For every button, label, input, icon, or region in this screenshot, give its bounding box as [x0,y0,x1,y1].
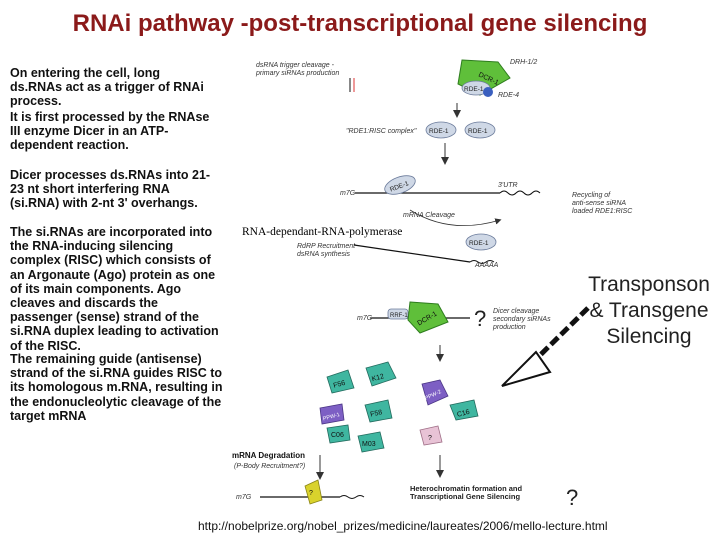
rrf1-protein [387,308,409,320]
m7g-label-bottom: m7G [236,494,252,501]
dcr1-protein-lower [407,301,449,334]
risc-rde1-label-b: RDE-1 [468,128,488,135]
c06-label: C06 [331,432,344,439]
step-cleavage-text: The remaining guide (antisense) strand o… [10,352,223,423]
rde1-on-mrna [384,175,416,195]
unknown-protein [419,425,443,446]
risc-rde1-a [425,121,457,139]
c16-protein [449,399,479,421]
rde1-label-top: RDE-1 [464,86,484,93]
diagram-area [246,54,626,216]
dicer-secondary-label: Dicer cleavage secondary siRNAs producti… [493,308,551,331]
utr-label: 3'UTR [498,182,518,189]
protein-cluster: K12 F56 PPW-2 F58 C16 PPW-1 C06 M03 ? [319,361,479,453]
rde4-label: RDE-4 [498,92,520,99]
rrf1-label: RRF-1 [390,313,408,319]
drh-label: DRH-1/2 [510,59,538,66]
step-risc-text: The si.RNAs are incorporated into the RN… [10,225,219,353]
mrna-degradation-label: mRNA Degradation [232,451,306,460]
risc-rde1-b [464,121,496,139]
step-sirna-text: Dicer processes ds.RNAs into 21-23 nt sh… [10,168,211,211]
page-title: RNAi pathway -post-transcriptional gene … [72,10,648,37]
rna-polymerase-label: RNA-dependant-RNA-polymerase [242,226,403,238]
trigger-cleavage-label: dsRNA trigger cleavage - primary siRNAs … [256,62,340,77]
risc-complex-label: "RDE1:RISC complex" [346,128,417,135]
m03-protein [357,431,385,453]
recycling-arrow [409,209,502,226]
transposon-silencing-label: Transponson & Transgene Silencing [588,273,710,348]
polya-tail [339,495,365,499]
step-dicer-text: It is first processed by the RNAse III e… [10,110,210,153]
pbody-label: (P-Body Recruitment?) [234,463,306,470]
ppw2-protein [421,379,449,406]
pbody-protein-label: ? [309,490,313,497]
f56-protein [326,369,355,394]
f56-label: F56 [333,380,347,390]
m03-label: M03 [362,441,376,448]
m7g-label-mid: m7G [357,315,373,322]
pbody-protein [304,479,323,505]
aaaaa-label: AAAAA [475,262,499,269]
rdrp-label: RdRP Recruitment dsRNA synthesis [297,243,356,258]
unknown-protein-label: ? [428,435,432,442]
polya-tail [469,260,495,264]
f58-protein [364,399,393,423]
f58-label: F58 [370,409,383,418]
question-mark-heterochromatin: ? [566,485,579,510]
ppw1-label: PPW-1 [322,412,340,422]
mrna-cleavage-label: mRNA Cleavage [403,212,455,219]
source-url: http://nobelprize.org/nobel_prizes/medic… [198,519,608,533]
k12-protein [365,361,397,387]
ppw1-protein [319,403,345,425]
c06-protein [326,424,351,444]
k12-label: K12 [371,373,385,383]
m7g-label-top: m7G [340,190,356,197]
rde1-lower-label: RDE-1 [469,240,489,247]
heterochromatin-label: Heterochromatin formation and Transcript… [410,484,523,501]
cleaved-mrna-line [353,244,471,263]
recycling-label: Recycling of anti-sense siRNA loaded RDE… [572,192,633,215]
risc-rde1-label-a: RDE-1 [429,128,449,135]
rde4-protein [483,87,493,97]
polya-tail [499,190,541,196]
step-trigger-text: On entering the cell, long ds.RNAs act a… [10,66,204,109]
transposon-arrow [501,306,590,387]
question-mark-secondary: ? [474,306,487,331]
c16-label: C16 [456,409,470,419]
rde1-lower [465,233,497,251]
